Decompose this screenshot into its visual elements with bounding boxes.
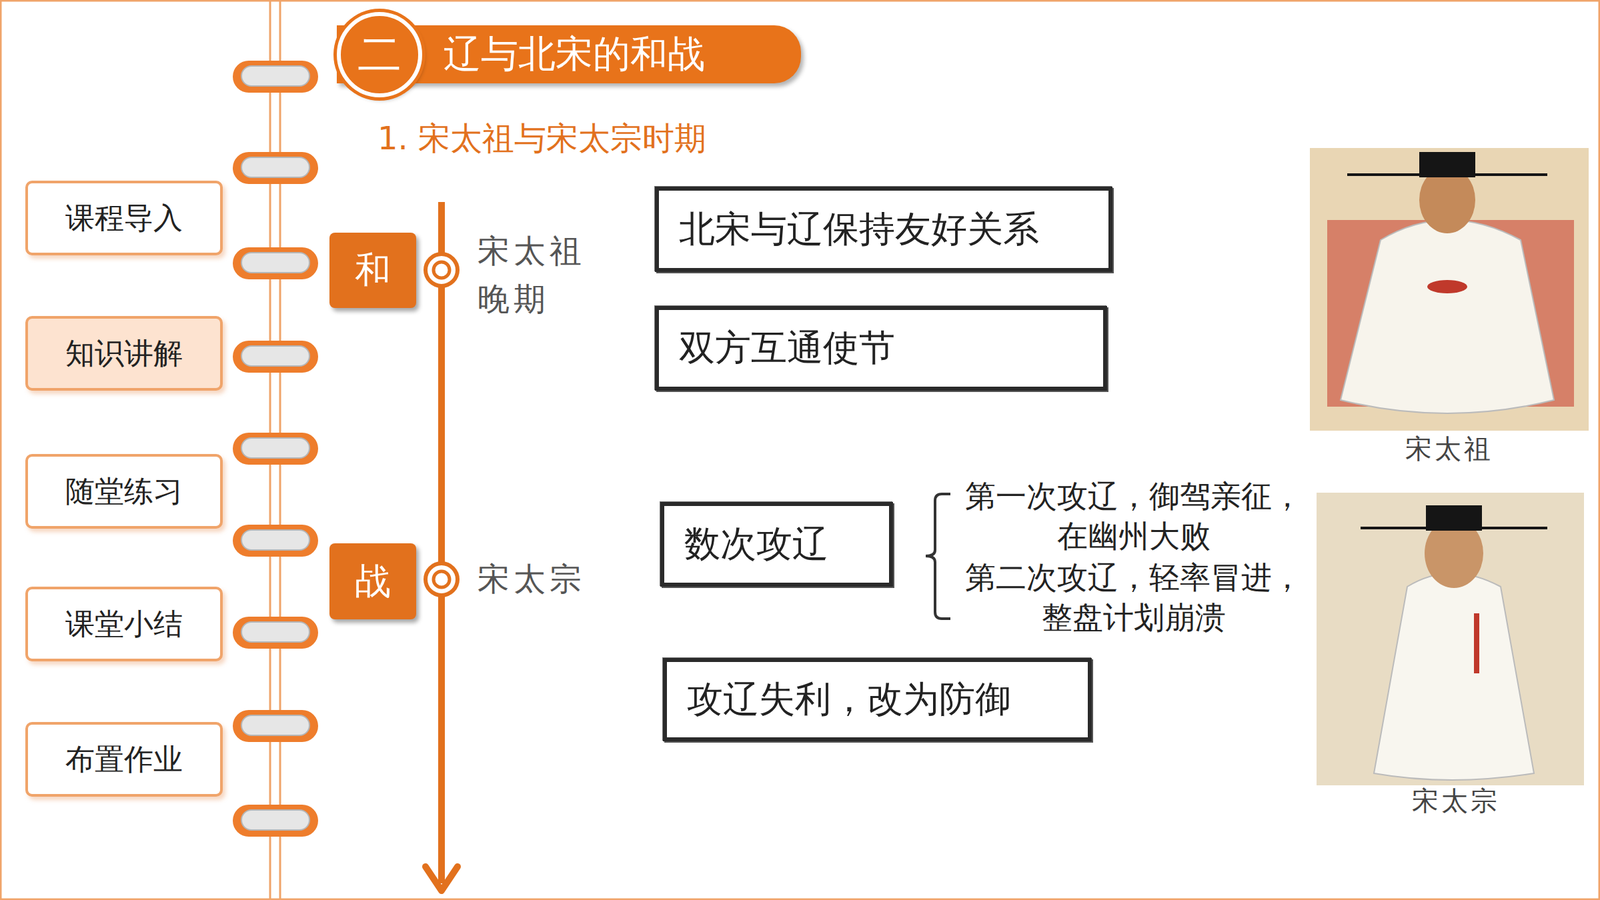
timeline-line [438, 202, 445, 884]
robe [1340, 220, 1554, 414]
nav-button: 随堂练习 [25, 454, 223, 529]
portrait-taizu [1309, 148, 1589, 431]
ring-inner [241, 530, 310, 551]
hat-wing [1360, 526, 1548, 530]
war-tag: 战 [329, 543, 417, 620]
node-text: 辽与北宋的和战 [443, 29, 705, 81]
node-text: 布置作业 [65, 740, 183, 780]
ring-inner [241, 66, 310, 87]
belt [1427, 280, 1468, 294]
node-text: 双方互通使节 [678, 324, 896, 373]
portrait-background [1309, 148, 1589, 431]
period-label: 宋太祖 晚期 [477, 226, 598, 323]
hat-wing [1347, 173, 1548, 177]
peace-tag: 和 [329, 232, 417, 309]
content-box: 双方互通使节 [654, 306, 1108, 391]
ring-inner [241, 252, 310, 273]
section-number-circle: 二 [336, 12, 423, 98]
ring-outer [232, 152, 319, 185]
content-box: 北宋与辽保持友好关系 [654, 186, 1113, 273]
node-text: 和 [354, 246, 391, 295]
content-box: 数次攻辽 [660, 502, 894, 587]
ring-inner [241, 346, 310, 367]
subtitle: 1. 宋太祖与宋太宗时期 [377, 114, 978, 162]
node-text: 数次攻辽 [684, 520, 829, 569]
brace [925, 494, 951, 619]
timeline-marker [433, 571, 450, 588]
ring-outer [232, 805, 319, 838]
ring-outer [232, 432, 319, 465]
ring-outer [232, 60, 319, 93]
campaign-note: 第二次攻辽，轻率冒进，整盘计划崩溃 [957, 557, 1311, 638]
nav-button-active: 知识讲解 [25, 316, 223, 391]
portrait-background [1316, 492, 1584, 786]
ring-inner [241, 715, 310, 736]
node-text: 北宋与辽保持友好关系 [678, 205, 1040, 255]
nav-button: 课程导入 [25, 180, 223, 256]
node-text: 战 [354, 557, 391, 607]
nav-button: 课堂小结 [25, 586, 223, 662]
ring-outer [232, 524, 319, 557]
node-text: 随堂练习 [65, 472, 183, 512]
node-text: 二 [357, 24, 402, 85]
ring-inner [241, 157, 310, 178]
binder-rings [232, 60, 319, 838]
period-label: 宋太宗 [477, 554, 638, 603]
timeline-arrowhead [425, 867, 458, 892]
timeline-marker [425, 254, 458, 287]
ring-inner [241, 810, 310, 831]
timeline-marker [433, 262, 450, 279]
nav-button: 布置作业 [25, 722, 223, 797]
node-text: 攻辽失利，改为防御 [686, 675, 1012, 725]
ring-inner [241, 438, 310, 459]
content-box: 攻辽失利，改为防御 [662, 658, 1092, 742]
portrait-taizong [1316, 492, 1584, 786]
robe [1373, 573, 1534, 781]
title-band: 二辽与北宋的和战 [336, 25, 802, 84]
ring-outer [232, 710, 319, 743]
node-text: 知识讲解 [65, 334, 183, 374]
ring-outer [232, 340, 319, 373]
portrait-caption: 宋太祖 [1382, 432, 1516, 466]
ring-inner [241, 622, 310, 643]
portrait-caption: 宋太宗 [1389, 784, 1523, 818]
belt [1473, 613, 1480, 674]
ring-outer [232, 247, 319, 280]
campaign-note: 第一次攻辽，御驾亲征，在幽州大败 [957, 476, 1311, 557]
node-text: 课堂小结 [65, 604, 183, 645]
ring-outer [232, 616, 319, 649]
node-text: 课程导入 [65, 198, 183, 239]
timeline-marker [425, 563, 458, 596]
